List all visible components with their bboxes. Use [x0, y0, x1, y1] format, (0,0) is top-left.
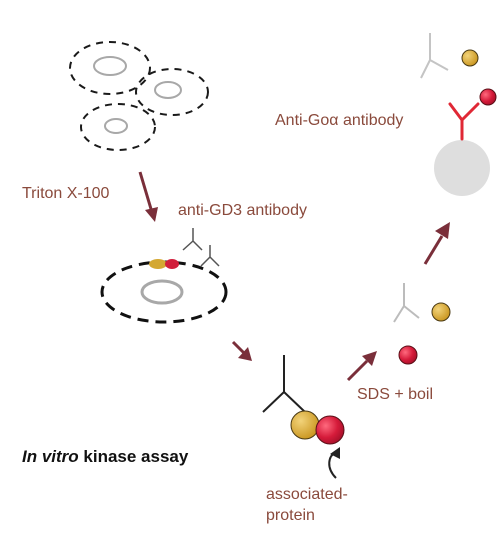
lysed-cell	[100, 260, 228, 324]
arrow-to-ip	[423, 222, 450, 265]
antibody-small-icon	[182, 228, 203, 251]
associated-protein-label-line2: protein	[266, 507, 315, 524]
cell-group	[69, 41, 209, 151]
raft-protein-bead	[165, 259, 179, 269]
antibody-small-icon	[200, 245, 220, 267]
raft-ganglioside-bead	[149, 259, 167, 269]
lysed-nucleus	[140, 279, 184, 305]
sds-boil-label: SDS + boil	[357, 386, 434, 403]
cell-bottom	[80, 103, 156, 151]
associated-protein-label-line1: associated-	[266, 486, 348, 503]
ganglioside-bead-released	[431, 302, 451, 322]
goa-protein-bead	[479, 88, 497, 106]
anti-gd3-antibody-icons	[182, 228, 220, 267]
cell-top	[69, 41, 151, 95]
antibody-gray-icon	[420, 33, 449, 79]
anti-gd3-label: anti-GD3 antibody	[178, 202, 307, 219]
protein-bead-released	[398, 345, 418, 365]
lysed-membrane	[100, 260, 228, 324]
antibody-released-icon	[393, 283, 420, 323]
nucleus-top	[93, 56, 127, 76]
ganglioside-bead-top	[461, 49, 479, 67]
triton-label: Triton X-100	[22, 185, 110, 202]
anti-goa-label: Anti-Goα antibody	[275, 112, 404, 129]
assay-title-rest: kinase assay	[78, 447, 189, 466]
arrows	[138, 171, 450, 382]
assay-title-italic: In vitro	[22, 447, 79, 466]
cell-right	[135, 68, 209, 116]
arrow-to-kinase	[231, 340, 252, 361]
assay-title: In vitro kinase assay	[22, 447, 188, 467]
antibody-dark-icon	[262, 355, 306, 413]
anti-goa-antibody-icon	[448, 102, 480, 141]
curved-arrow-head	[330, 447, 340, 459]
protein-bead-icon	[315, 415, 345, 445]
arrow-triton	[138, 171, 158, 222]
ganglioside-bead-icon	[290, 410, 320, 440]
arrow-sds	[346, 351, 377, 382]
ip-bead	[434, 140, 490, 196]
nucleus-bottom	[104, 118, 128, 134]
nucleus-right	[154, 81, 182, 99]
cell-nuclei	[93, 56, 182, 134]
